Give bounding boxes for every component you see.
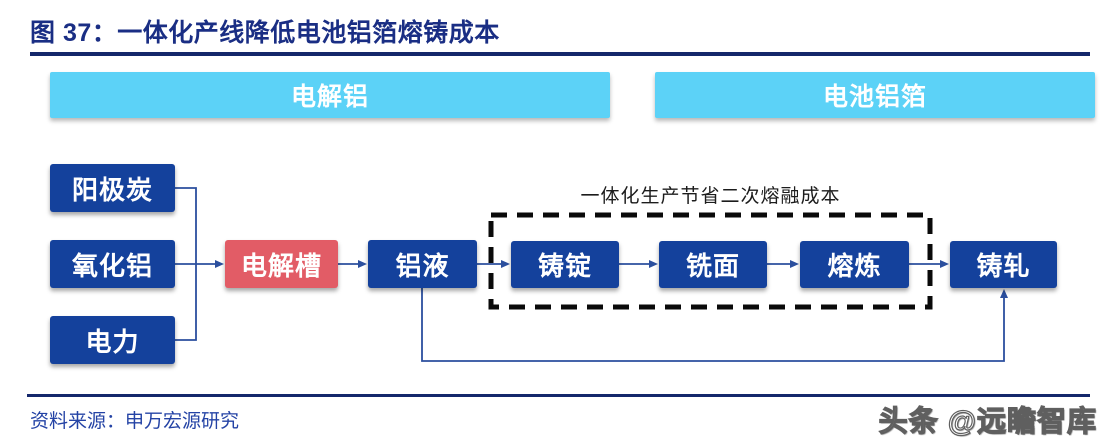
node-molten-aluminum: 铝液 <box>368 240 477 288</box>
node-surface-milling: 铣面 <box>659 241 767 288</box>
node-electrolytic-cell: 电解槽 <box>225 240 338 288</box>
stage-bar-battery-foil: 电池铝箔 <box>655 72 1095 118</box>
node-cast-rolling: 铸轧 <box>950 241 1057 288</box>
integrated-note-label: 一体化生产节省二次熔融成本 <box>580 186 841 207</box>
watermark-text: 头条 @远瞻智库 <box>878 405 1097 438</box>
stage-bar-electrolytic-aluminum: 电解铝 <box>50 72 610 118</box>
node-electricity: 电力 <box>50 316 175 364</box>
node-smelting: 熔炼 <box>800 241 909 288</box>
source-note: 资料来源：申万宏源研究 <box>30 411 240 432</box>
node-anode-carbon: 阳极炭 <box>50 164 175 212</box>
inputs-merge-bracket-line <box>175 187 197 341</box>
node-alumina: 氧化铝 <box>50 240 175 288</box>
footer-divider <box>27 394 1090 397</box>
node-ingot-casting: 铸锭 <box>511 241 619 288</box>
title-underline <box>30 52 1090 56</box>
arrow-bypass-molten-to-castrolling <box>421 288 1008 362</box>
figure-title: 图 37：一体化产线降低电池铝箔熔铸成本 <box>30 19 500 47</box>
